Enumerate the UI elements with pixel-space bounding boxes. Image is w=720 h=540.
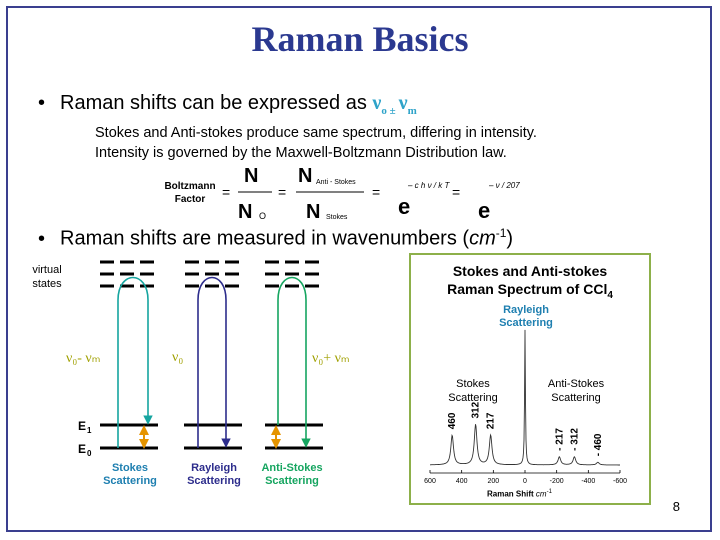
peak-label: 312 xyxy=(471,401,482,418)
stokes-caption: Stokes Scattering xyxy=(103,462,157,487)
subtext-line-1: Stokes and Anti-stokes produce same spec… xyxy=(95,125,537,141)
x-tick-label: -600 xyxy=(613,478,627,485)
virtual-states-label: virtual states xyxy=(32,264,62,290)
spectrum-stokes-label: Stokes Scattering xyxy=(448,378,498,404)
bullet-dot: • xyxy=(38,92,46,114)
virtual-state-dashes xyxy=(100,260,319,288)
n-numerator: N xyxy=(244,165,258,187)
x-tick-label: 400 xyxy=(456,478,468,485)
equals-3: = xyxy=(372,184,380,200)
n-stokes-sub: Stokes xyxy=(326,214,348,221)
slide-frame xyxy=(6,6,712,532)
antistokes-frequency-label: ν₀+ νₘ xyxy=(312,351,350,366)
page-number: 8 xyxy=(672,499,680,514)
n-denominator: N xyxy=(238,201,252,223)
slide-title: Raman Basics xyxy=(251,19,469,59)
boltzmann-label-2: Factor xyxy=(175,194,206,205)
x-tick-label: 200 xyxy=(487,478,499,485)
spectrum-rayleigh-label: Rayleigh Scattering xyxy=(499,304,553,329)
equals-1: = xyxy=(222,184,230,200)
exp-e-1: e xyxy=(398,194,410,219)
x-tick-label: 600 xyxy=(424,478,436,485)
spectrum-title: Stokes and Anti-stokes Raman Spectrum of… xyxy=(447,263,613,301)
rayleigh-caption: Rayleigh Scattering xyxy=(187,462,241,487)
n-antistokes-sub: Anti - Stokes xyxy=(316,179,356,186)
stokes-frequency-label: ν₀- νₘ xyxy=(66,351,101,366)
rayleigh-frequency-label: ν₀ xyxy=(172,350,184,365)
bullet-dot: • xyxy=(38,227,46,250)
e0-label: E xyxy=(78,442,86,456)
equals-4: = xyxy=(452,184,460,200)
spectrum-x-axis-label: Raman Shift cm-1 xyxy=(487,489,552,499)
peak-label: - 217 xyxy=(554,428,565,451)
stokes-transition-arrow xyxy=(117,276,153,448)
n-denominator-sub: O xyxy=(259,211,266,221)
antistokes-caption: Anti-Stokes Scattering xyxy=(261,462,323,487)
equals-2: = xyxy=(278,184,286,200)
rayleigh-transition-arrow xyxy=(197,276,231,448)
peak-label: - 460 xyxy=(593,433,604,456)
peak-label: - 312 xyxy=(569,428,580,451)
boltzmann-label-1: Boltzmann xyxy=(164,181,215,192)
peak-label: 460 xyxy=(447,412,458,429)
x-tick-label: 0 xyxy=(523,478,527,485)
exp-2-fraction: – ν / 207 xyxy=(488,181,520,190)
x-tick-label: -400 xyxy=(581,478,595,485)
n-antistokes: N xyxy=(298,165,312,187)
antistokes-transition-arrow xyxy=(277,276,311,448)
spectrum-antistokes-label: Anti-Stokes Scattering xyxy=(547,378,605,404)
spectrum-panel xyxy=(409,253,651,505)
n-stokes: N xyxy=(306,201,320,223)
bullet-wavenumbers: •Raman shifts are measured in wavenumber… xyxy=(38,226,514,250)
x-tick-label: -200 xyxy=(550,478,564,485)
peak-label: 217 xyxy=(486,412,497,429)
bullet-raman-shifts-expressed: •Raman shifts can be expressed as νo ±νm xyxy=(38,92,417,117)
e1-label: E xyxy=(78,419,86,433)
exp-e-2: e xyxy=(478,198,490,223)
e1-label-sub: 1 xyxy=(87,426,92,435)
spectrum-trace xyxy=(430,329,620,466)
exp-1-fraction: – c h ν / k T xyxy=(407,181,450,190)
subtext-line-2: Intensity is governed by the Maxwell-Bol… xyxy=(95,145,507,161)
e0-label-sub: 0 xyxy=(87,449,92,458)
